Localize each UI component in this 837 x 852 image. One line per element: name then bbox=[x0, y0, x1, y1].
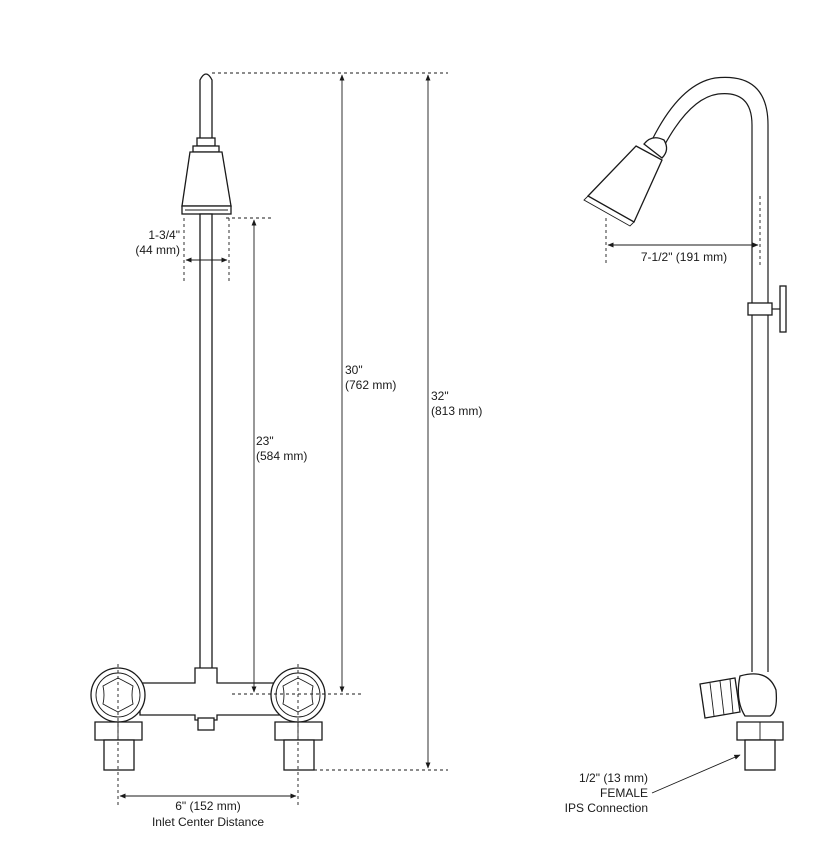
gooseneck-outer bbox=[651, 76, 769, 672]
right-inlet-nut bbox=[274, 721, 323, 741]
leader-connection bbox=[651, 754, 741, 794]
label-connection-kind: IPS Connection bbox=[565, 801, 648, 815]
label-head-diameter-metric: (44 mm) bbox=[135, 243, 180, 257]
side-inlet-shank bbox=[744, 739, 776, 771]
side-view: 7-1/2" (191 mm) 1/2" (13 mm) FEMALE IPS … bbox=[565, 76, 787, 815]
gooseneck-inner bbox=[663, 93, 753, 672]
front-view: 1-3/4" (44 mm) 23" (584 mm) 30" (762 mm)… bbox=[90, 72, 482, 829]
label-connection-size: 1/2" (13 mm) bbox=[579, 771, 648, 785]
label-pipe-height-metric: (584 mm) bbox=[256, 449, 307, 463]
label-overall-height-metric: (813 mm) bbox=[431, 404, 482, 418]
label-inlet-center-caption: Inlet Center Distance bbox=[152, 815, 264, 829]
label-head-projection: 7-1/2" (191 mm) bbox=[641, 250, 727, 264]
drain-plug bbox=[197, 717, 215, 731]
right-inlet-shank bbox=[283, 739, 315, 771]
side-valve-body bbox=[737, 673, 778, 717]
label-pipe-height-imperial: 23" bbox=[256, 434, 274, 448]
side-valve-handle bbox=[699, 677, 741, 719]
label-riser-height-imperial: 30" bbox=[345, 363, 363, 377]
label-head-diameter-imperial: 1-3/4" bbox=[148, 228, 180, 242]
label-overall-height-imperial: 32" bbox=[431, 389, 449, 403]
handle-rib-2 bbox=[719, 680, 725, 716]
riser-collar bbox=[196, 137, 216, 147]
left-inlet-shank bbox=[103, 739, 135, 771]
handle-rib-1 bbox=[709, 682, 715, 717]
riser-top-pipe bbox=[199, 73, 213, 141]
shower-head-front bbox=[181, 151, 232, 207]
shower-head-side bbox=[586, 145, 663, 223]
riser-pipe bbox=[199, 213, 213, 671]
head-swivel bbox=[192, 145, 220, 153]
handle-rib-3 bbox=[729, 678, 734, 714]
head-swivel-joint bbox=[643, 137, 668, 159]
label-riser-height-metric: (762 mm) bbox=[345, 378, 396, 392]
diverter-knob bbox=[779, 285, 787, 333]
label-inlet-center-value: 6" (152 mm) bbox=[175, 799, 241, 813]
diverter-collar bbox=[747, 302, 773, 316]
label-connection-type: FEMALE bbox=[600, 786, 648, 800]
shower-head-face bbox=[583, 195, 635, 227]
left-inlet-nut bbox=[94, 721, 143, 741]
